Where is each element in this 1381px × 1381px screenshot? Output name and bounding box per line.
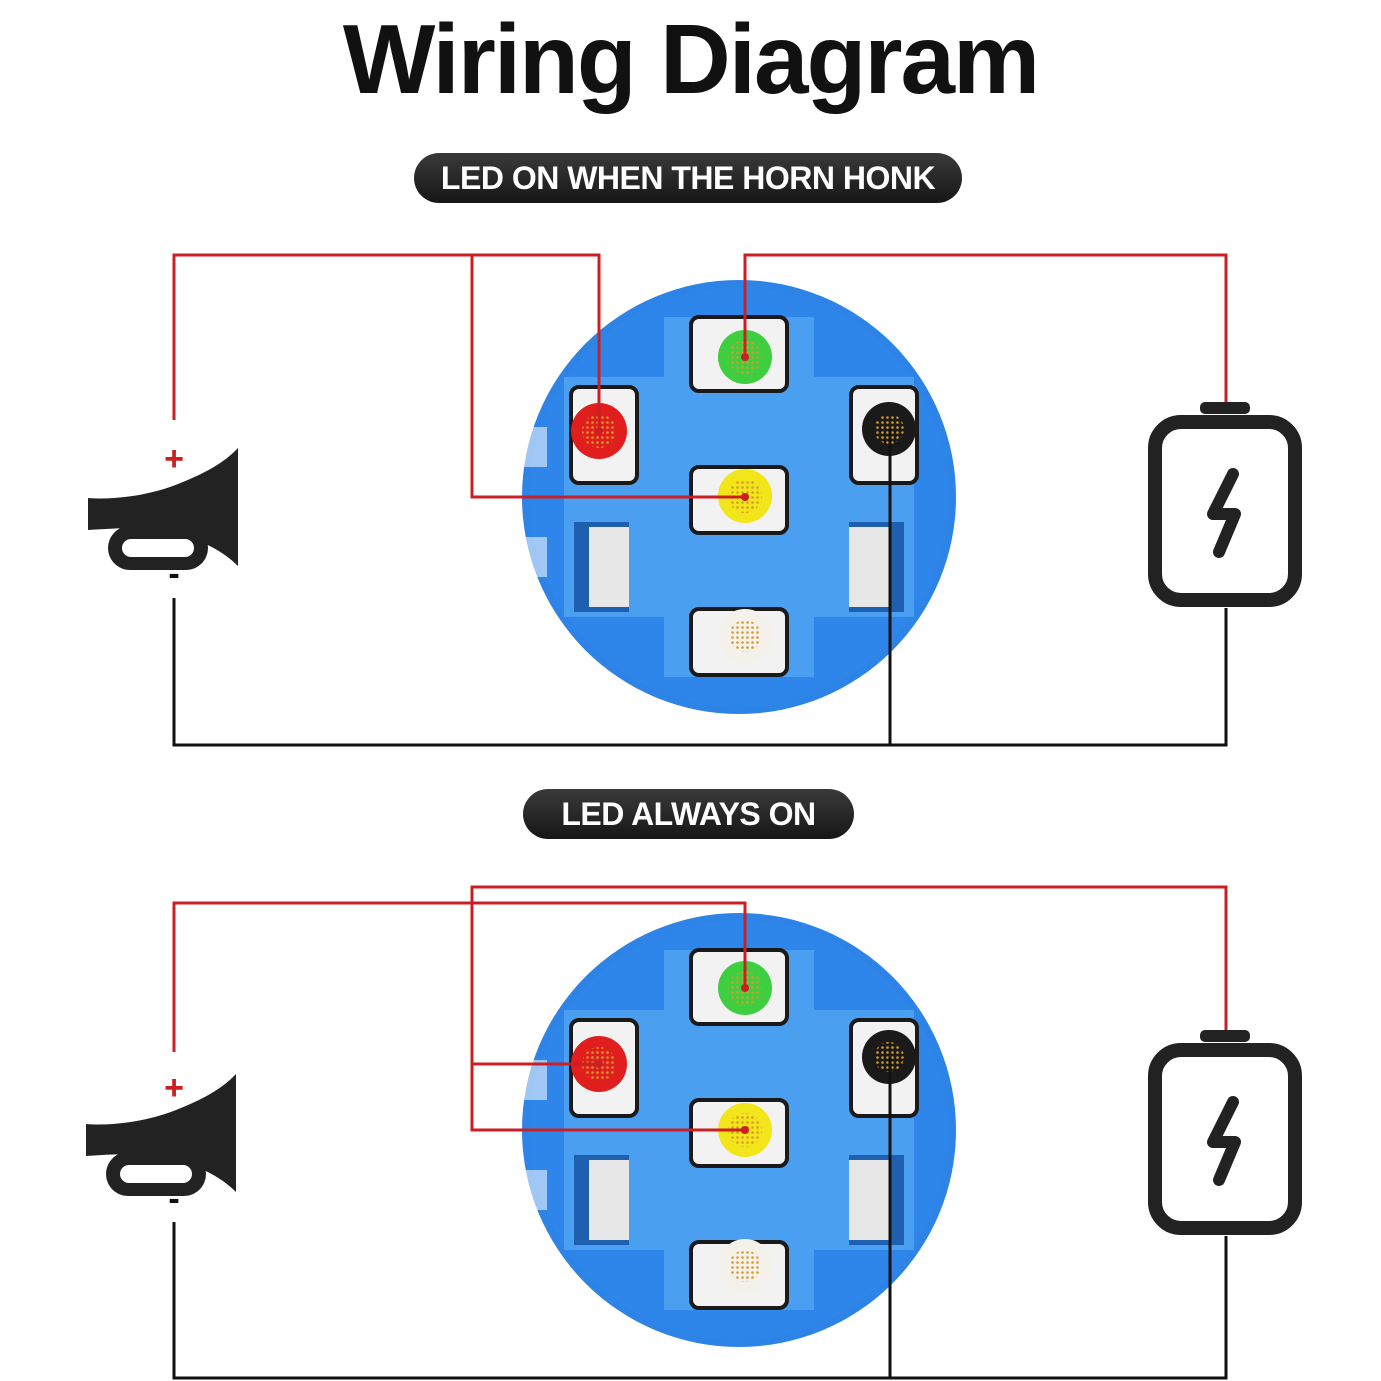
battery-icon — [1155, 402, 1295, 600]
positive-wires — [172, 253, 1228, 499]
horn-negative-label: - — [168, 555, 179, 593]
horn-icon — [88, 448, 238, 570]
diagram-led-on-honk: + - — [88, 253, 1295, 747]
horn-positive-label: + — [164, 440, 184, 478]
battery-icon — [1155, 1030, 1295, 1228]
section-label-led-on-honk: LED ON WHEN THE HORN HONK — [414, 153, 962, 203]
horn-positive-label: + — [164, 1069, 184, 1107]
section-label-led-always-on: LED ALWAYS ON — [523, 789, 854, 839]
positive-wires — [172, 885, 1228, 1132]
ground-wires — [172, 1057, 1228, 1380]
terminal-white — [718, 1239, 772, 1293]
horn-negative-label: - — [168, 1180, 179, 1218]
terminal-white — [718, 609, 772, 663]
ground-wires — [172, 429, 1228, 747]
page-title: Wiring Diagram — [342, 4, 1040, 114]
diagram-led-always-on: + - — [86, 885, 1295, 1380]
horn-icon — [86, 1074, 236, 1196]
